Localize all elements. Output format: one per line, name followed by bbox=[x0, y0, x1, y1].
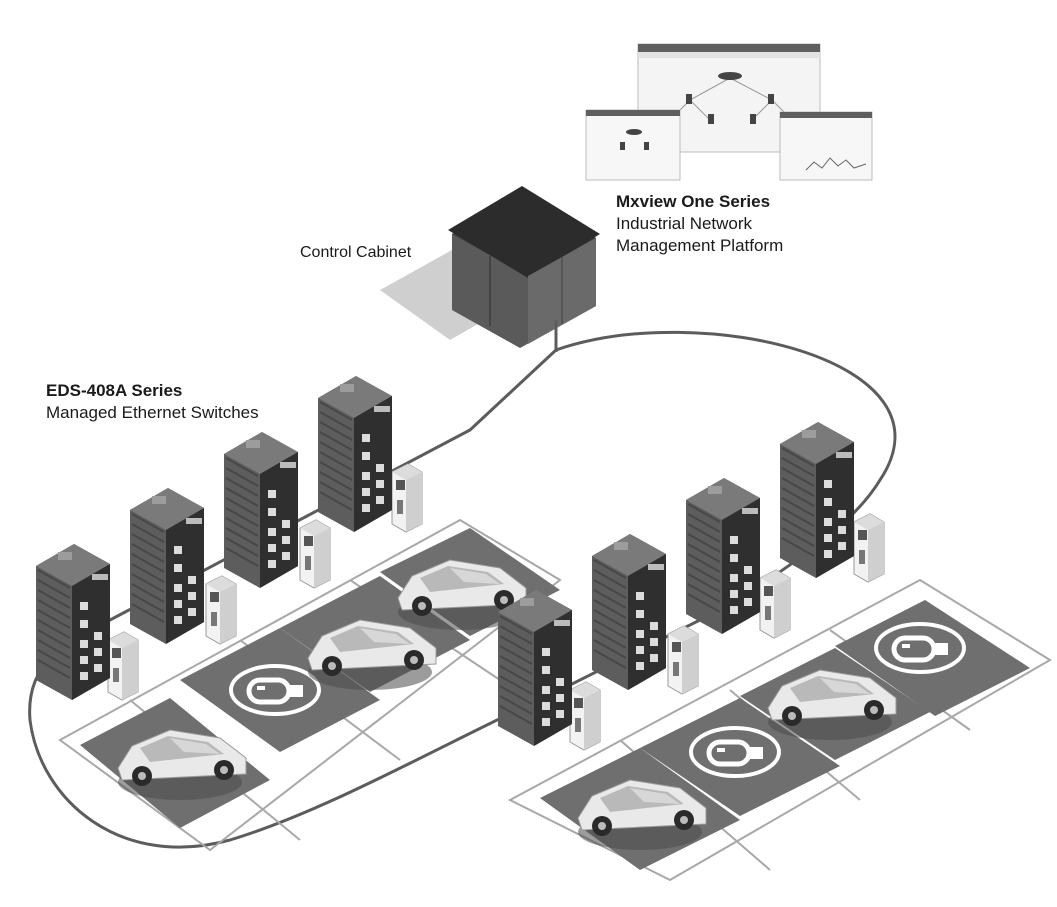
switch-icon bbox=[497, 589, 573, 747]
platform-title: Mxview One Series bbox=[616, 192, 771, 211]
ethernet-ring-cable bbox=[28, 330, 897, 849]
switches-subtitle: Managed Ethernet Switches bbox=[46, 403, 259, 422]
switch-icon bbox=[591, 533, 667, 691]
switch-icon bbox=[35, 543, 111, 701]
cabinet-label: Control Cabinet bbox=[300, 244, 412, 261]
charger-icon bbox=[205, 575, 237, 645]
ev-parking-space-1 bbox=[180, 628, 380, 752]
switch-icon bbox=[685, 477, 761, 635]
platform-subtitle-line-1: Industrial Network bbox=[616, 214, 753, 233]
charger-icon bbox=[391, 463, 423, 533]
charger-icon bbox=[759, 569, 791, 639]
ev-plug-icon bbox=[689, 726, 781, 778]
switch-icon bbox=[317, 375, 393, 533]
switch-icon bbox=[129, 487, 205, 645]
switch-icon bbox=[223, 431, 299, 589]
charger-icon bbox=[299, 519, 331, 589]
switches-title: EDS-408A Series bbox=[46, 381, 183, 400]
charger-icon bbox=[853, 513, 885, 583]
ev-parking-space-2 bbox=[640, 698, 840, 816]
switch-icon bbox=[779, 421, 855, 579]
charger-icon bbox=[107, 631, 139, 701]
charger-icon bbox=[667, 625, 699, 695]
platform-subtitle-line-2: Management Platform bbox=[616, 236, 784, 255]
cabinet-icon bbox=[380, 186, 600, 352]
ev-plug-icon bbox=[229, 664, 321, 716]
charger-icon bbox=[569, 681, 601, 751]
ev-plug-icon bbox=[874, 622, 966, 674]
screen-icon bbox=[585, 43, 873, 181]
